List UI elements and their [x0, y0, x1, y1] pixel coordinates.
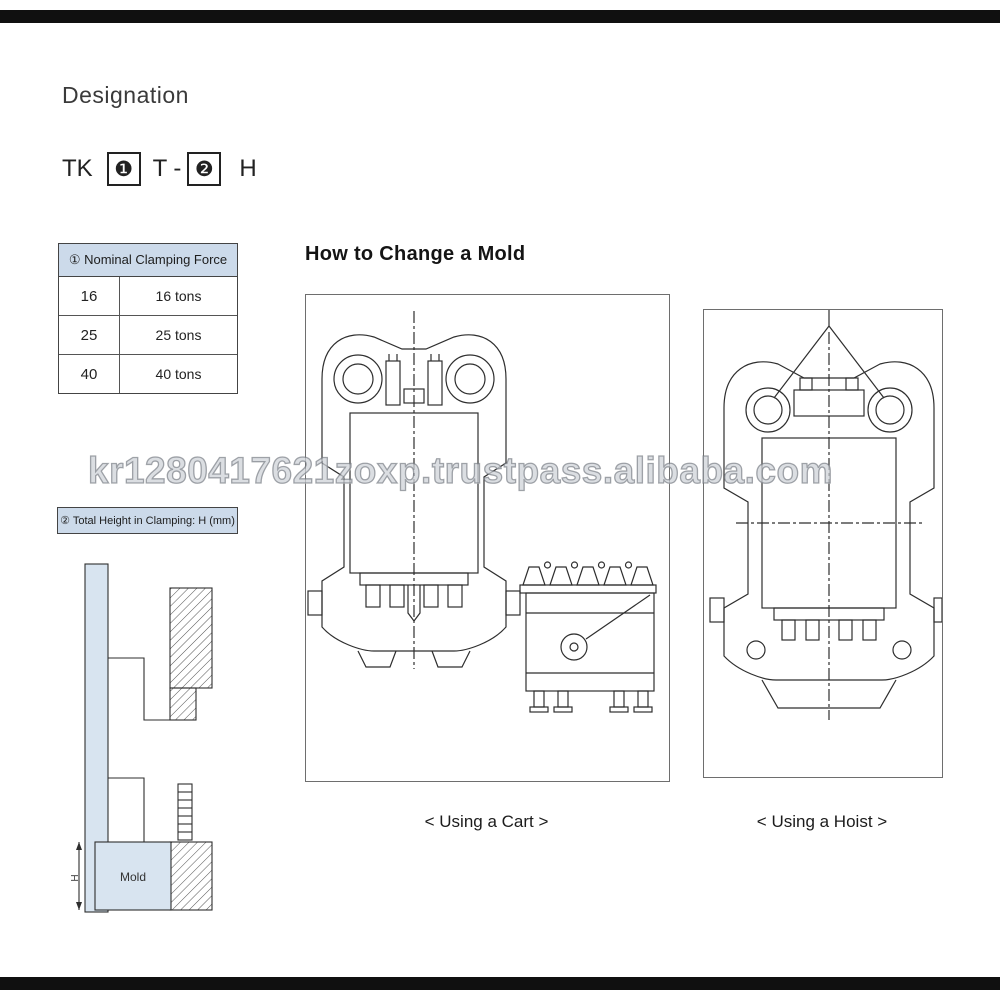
clamp-outline-lower [108, 777, 145, 842]
model-code-suffix: H [239, 155, 257, 182]
bottom-block-hatched [169, 841, 213, 911]
cart-diagram-box [305, 294, 670, 782]
model-code-prefix: TK [62, 155, 93, 182]
model-code-mid: T [152, 155, 168, 182]
hoist-caption: < Using a Hoist > [756, 812, 888, 831]
model-code-box-1: ❶ [106, 152, 141, 186]
step-block-hatched [169, 687, 197, 721]
table-cell-code: 25 [59, 316, 120, 354]
h-dimension-label: H [70, 874, 81, 881]
total-height-label: ② Total Height in Clamping: H (mm) [57, 507, 238, 534]
table-row: 40 40 tons [59, 355, 237, 393]
clamp-spring [177, 783, 193, 841]
top-black-bar [0, 10, 1000, 23]
table-row: 25 25 tons [59, 316, 237, 355]
mold-block [94, 841, 172, 911]
nominal-clamping-force-table: ① Nominal Clamping Force 16 16 tons 25 2… [58, 243, 238, 394]
press-front-view [307, 311, 521, 669]
table-header: ① Nominal Clamping Force [59, 244, 237, 277]
table-cell-force: 25 tons [155, 327, 202, 343]
mold-change-heading: How to Change a Mold [305, 243, 526, 265]
bottom-black-bar [0, 977, 1000, 990]
press-front-view [709, 332, 943, 720]
cart-drawing [519, 561, 657, 713]
cart-caption: < Using a Cart > [424, 812, 549, 831]
fixed-block-hatched [169, 587, 213, 689]
clamp-outline-upper [108, 657, 170, 721]
hoist-sling [773, 310, 885, 399]
model-code: TK ❶ T - ❷ H [62, 152, 257, 186]
press-and-hoist-drawing [709, 310, 943, 720]
height-cross-section: Mold H [70, 562, 216, 919]
model-code-box-2: ❷ [187, 152, 222, 186]
table-cell-force: 40 tons [155, 366, 202, 382]
hoist-diagram-box [703, 309, 943, 778]
platen-strip [84, 563, 109, 913]
table-cell-code: 16 [59, 277, 120, 315]
mold-label: Mold [120, 870, 146, 884]
table-cell-force: 16 tons [155, 288, 202, 304]
model-code-dash: - [173, 155, 182, 182]
press-and-cart-drawing [307, 311, 657, 713]
table-row: 16 16 tons [59, 277, 237, 316]
designation-heading: Designation [62, 82, 189, 108]
mold-height-drawing: Mold H [70, 563, 213, 913]
table-cell-code: 40 [59, 355, 120, 393]
